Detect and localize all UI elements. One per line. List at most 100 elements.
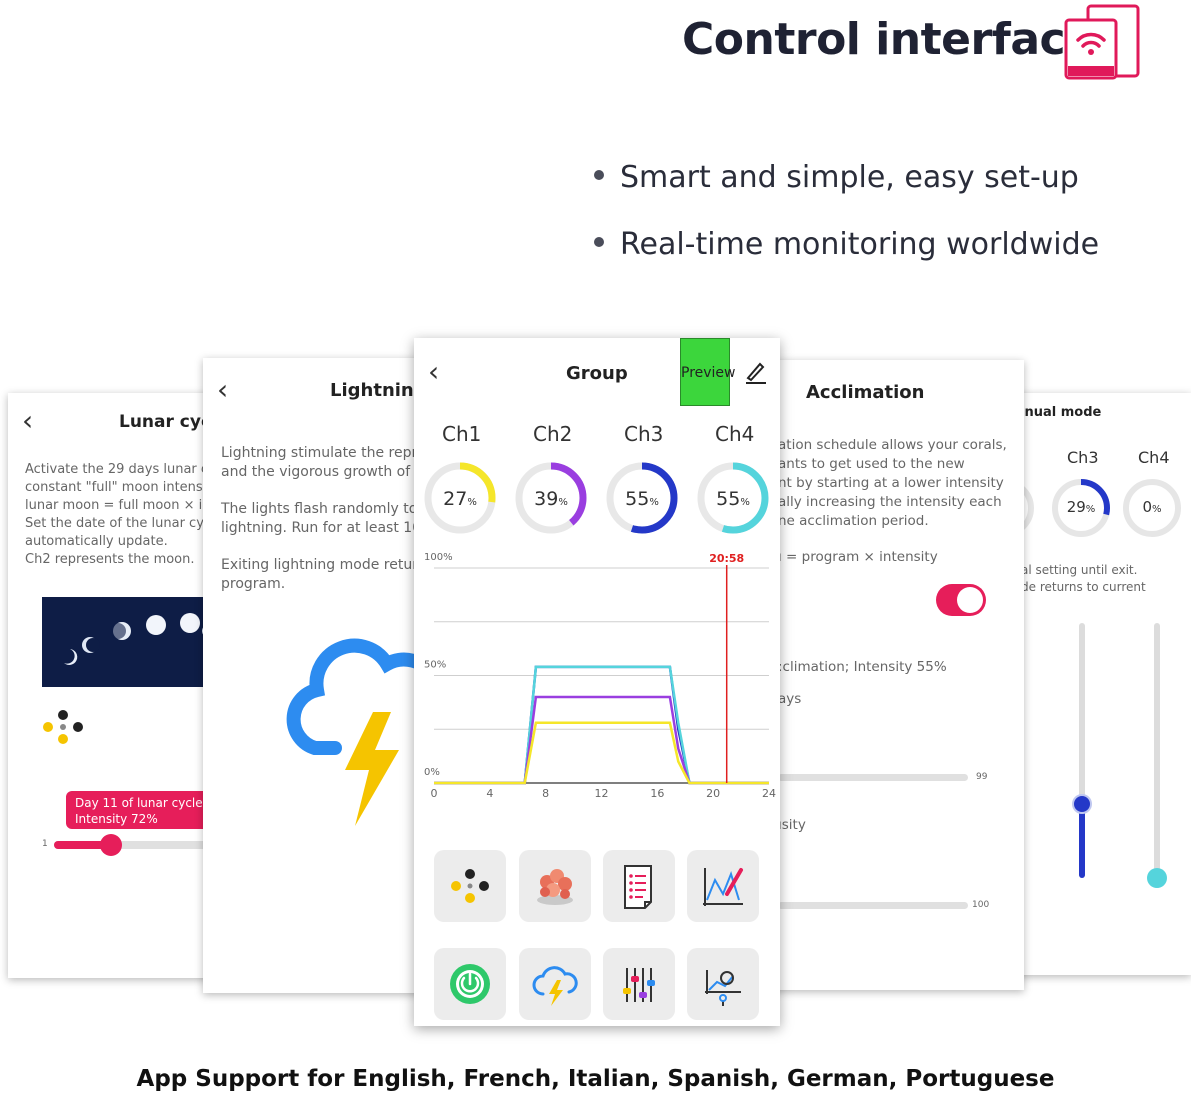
lunar-slider-fill bbox=[54, 841, 112, 849]
x-tick-label: 8 bbox=[542, 787, 549, 800]
current-time-label: 20:58 bbox=[709, 552, 744, 565]
description-line: de returns to current bbox=[1021, 580, 1146, 594]
bullet-dot bbox=[594, 236, 604, 247]
description-line: Ch2 represents the moon. bbox=[25, 552, 195, 567]
series-line-1 bbox=[434, 665, 769, 785]
description-line: ne acclimation period. bbox=[778, 513, 929, 529]
description-line: ation schedule allows your corals, bbox=[778, 437, 1007, 453]
lightning-cloud-icon bbox=[286, 638, 433, 826]
lightning-tile[interactable] bbox=[519, 948, 591, 1020]
acclimation-screen: Acclimation ation schedule allows your c… bbox=[760, 360, 1024, 990]
pill-line: Intensity 72% bbox=[75, 812, 158, 826]
series-line-0 bbox=[434, 665, 769, 785]
lunar-day-slider[interactable] bbox=[54, 841, 213, 849]
edit-icon[interactable] bbox=[744, 360, 768, 384]
bullet-text: Real-time monitoring worldwide bbox=[620, 227, 1100, 262]
ch2-value-number: 39 bbox=[534, 488, 559, 510]
description-line: ally increasing the intensity each bbox=[778, 494, 1002, 510]
description-line: lightning. Run for at least 10 bbox=[221, 520, 422, 536]
slider-min-label: 1 bbox=[42, 839, 48, 849]
screen-title: ınual mode bbox=[1020, 405, 1102, 420]
lunar-status-pill: Day 11 of lunar cycle; Intensity 72% bbox=[66, 791, 213, 829]
x-tick-label: 16 bbox=[650, 787, 664, 800]
x-tick-label: 24 bbox=[762, 787, 776, 800]
description-line: Lightning stimulate the repro bbox=[221, 445, 426, 461]
manual-mode-screen: ınual mode Ch3 Ch4 29% 0% al setting unt… bbox=[995, 393, 1191, 975]
y-tick-label: 50% bbox=[424, 660, 446, 671]
acclimation-formula: ı = program × intensity bbox=[778, 549, 938, 565]
lightning-description: Lightning stimulate the repro and the vi… bbox=[221, 444, 429, 594]
preview-button[interactable]: Preview bbox=[680, 338, 736, 406]
ch3-slider-knob[interactable] bbox=[1072, 794, 1092, 815]
percent-symbol: % bbox=[649, 497, 659, 508]
x-tick-label: 12 bbox=[595, 787, 609, 800]
chart-edit-icon bbox=[703, 868, 743, 906]
channel-label-ch3: Ch3 bbox=[1067, 448, 1099, 467]
manual-description: al setting until exit. de returns to cur… bbox=[1021, 562, 1146, 596]
acclimation-description: ation schedule allows your corals, ants … bbox=[778, 436, 1007, 531]
x-tick-label: 20 bbox=[706, 787, 720, 800]
ch2-value: 39% bbox=[521, 488, 581, 510]
back-button[interactable]: ‹ bbox=[217, 373, 229, 406]
ch4-slider[interactable] bbox=[1154, 623, 1160, 878]
sliders-icon bbox=[623, 968, 655, 1002]
percent-symbol: % bbox=[467, 497, 477, 508]
days-slider[interactable] bbox=[778, 774, 968, 781]
ring-ch3 bbox=[606, 462, 678, 534]
percent-symbol: % bbox=[1085, 504, 1096, 515]
description-line: nt by starting at a lower intensity bbox=[778, 475, 1004, 491]
pill-line: Day 11 of lunar cycle; bbox=[75, 796, 207, 810]
back-button[interactable]: ‹ bbox=[428, 355, 440, 388]
screen-title: Lunar cycl bbox=[119, 412, 213, 432]
chart-edit-tile[interactable] bbox=[687, 850, 759, 922]
description-line: al setting until exit. bbox=[1021, 563, 1138, 577]
channel-label: Ch2 bbox=[533, 422, 573, 446]
screen-title: Acclimation bbox=[806, 382, 925, 403]
coral-tile[interactable] bbox=[519, 850, 591, 922]
coral-icon bbox=[537, 869, 573, 905]
percent-symbol: % bbox=[1152, 504, 1162, 515]
ch3-value-number: 29 bbox=[1066, 498, 1086, 516]
x-tick-label: 4 bbox=[486, 787, 493, 800]
percent-symbol: % bbox=[558, 497, 568, 508]
wifi-tablet-icon bbox=[1064, 4, 1140, 80]
description-line: ants to get used to the new bbox=[778, 456, 965, 472]
ring-ch1 bbox=[424, 462, 496, 534]
y-tick-label: 100% bbox=[424, 552, 453, 563]
lightning-screen: ‹ Lightning Lightning stimulate the repr… bbox=[203, 358, 433, 993]
lunar-description: Activate the 29 days lunar cy constant "… bbox=[25, 461, 213, 569]
moon-phases-image bbox=[42, 597, 212, 687]
acclimation-toggle[interactable] bbox=[936, 584, 986, 616]
ch4-value: 0% bbox=[1122, 498, 1182, 516]
description-line: Set the date of the lunar cycl bbox=[25, 516, 213, 531]
ch3-slider[interactable] bbox=[1079, 623, 1085, 878]
screen-title: Lightning bbox=[330, 380, 427, 401]
description-line: Exiting lightning mode returr bbox=[221, 557, 424, 573]
toggle-knob bbox=[957, 587, 983, 613]
description-line: program. bbox=[221, 576, 286, 592]
intensity-label: ısity bbox=[778, 817, 806, 833]
channel-label: Ch4 bbox=[715, 422, 755, 446]
lunar-slider-knob[interactable] bbox=[100, 834, 123, 856]
ch4-value-number: 55 bbox=[716, 488, 741, 510]
lunar-cycle-tile[interactable] bbox=[434, 850, 506, 922]
acclimation-tile[interactable] bbox=[687, 948, 759, 1020]
description-line: automatically update. bbox=[25, 534, 168, 549]
channel-ring-gauges bbox=[424, 462, 769, 534]
power-tile[interactable] bbox=[434, 948, 506, 1020]
list-document-icon bbox=[624, 865, 652, 909]
ch1-value: 27% bbox=[430, 488, 490, 510]
bullet-monitoring: Real-time monitoring worldwide bbox=[594, 227, 1099, 262]
ch4-value-number: 0 bbox=[1142, 498, 1153, 516]
ch4-slider-knob[interactable] bbox=[1147, 868, 1167, 888]
intensity-slider[interactable] bbox=[778, 902, 968, 909]
ch3-value-number: 55 bbox=[625, 488, 650, 510]
program-list-tile[interactable] bbox=[603, 850, 675, 922]
manual-mode-tile[interactable] bbox=[603, 948, 675, 1020]
back-button[interactable]: ‹ bbox=[22, 404, 34, 437]
bullet-text: Smart and simple, easy set-up bbox=[620, 160, 1079, 195]
days-label: ays bbox=[778, 691, 802, 707]
channel-label: Ch1 bbox=[442, 422, 482, 446]
lightning-cloud-icon bbox=[532, 966, 578, 1006]
